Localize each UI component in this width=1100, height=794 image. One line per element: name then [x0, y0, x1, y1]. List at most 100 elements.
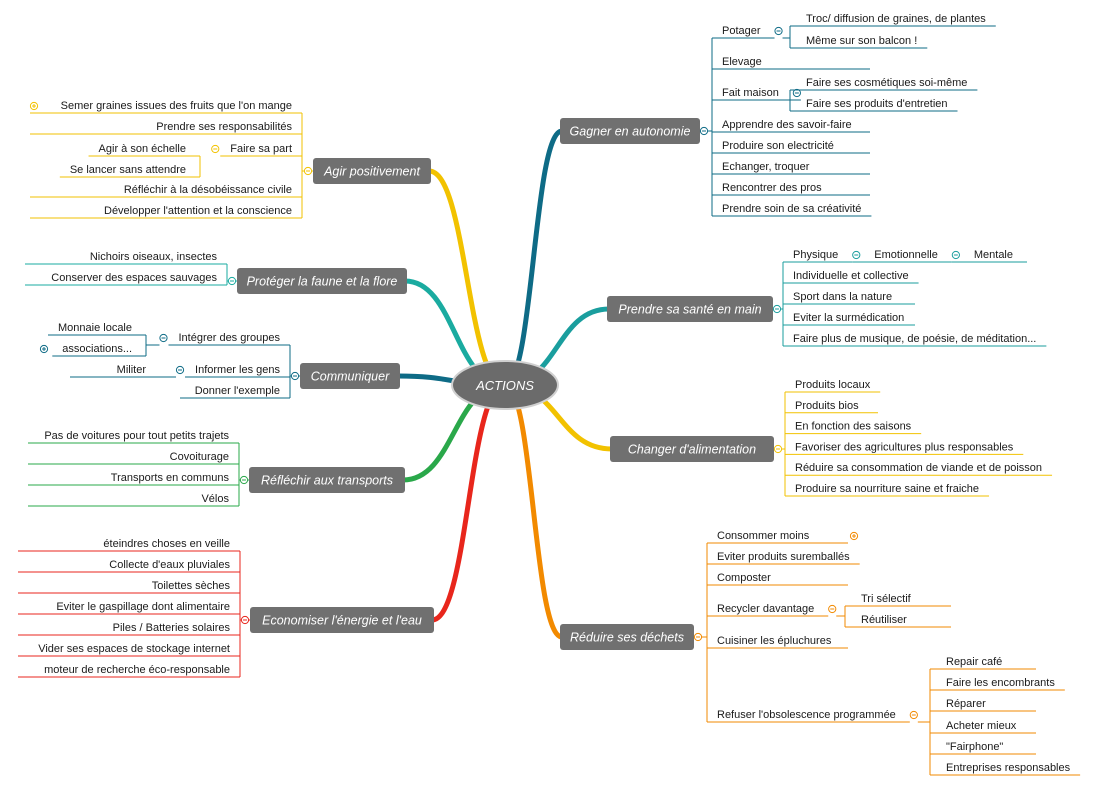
topic-proteger-la-faune-et-la-flore[interactable]: Protéger la faune et la flore [247, 275, 398, 289]
collapse-toggle-icon[interactable] [240, 615, 250, 625]
leaf-agir-a-son-echelle[interactable]: Agir à son échelle [99, 143, 186, 155]
leaf-recycler-davantage[interactable]: Recycler davantage [717, 603, 814, 615]
leaf-eviter-la-surmedication[interactable]: Eviter la surmédication [793, 312, 904, 324]
collapse-toggle-icon[interactable] [159, 333, 168, 343]
leaf-meme-sur-son-balcon[interactable]: Même sur son balcon ! [806, 35, 917, 47]
expand-toggle-icon[interactable] [29, 101, 39, 111]
leaf-nichoirs-oiseaux-insectes[interactable]: Nichoirs oiseaux, insectes [90, 251, 218, 263]
leaf-sport-dans-la-nature[interactable]: Sport dans la nature [793, 291, 892, 303]
collapse-toggle-icon[interactable] [239, 475, 249, 485]
leaf-integrer-des-groupes[interactable]: Intégrer des groupes [178, 332, 280, 344]
expand-toggle-icon[interactable] [39, 344, 49, 354]
topic-reduire-ses-dechets-box[interactable] [560, 624, 694, 650]
leaf-reduire-sa-consommation-de-viande-et-de-[interactable]: Réduire sa consommation de viande et de … [795, 462, 1042, 474]
leaf-tri-selectif[interactable]: Tri sélectif [861, 593, 912, 605]
leaf-refuser-l-obsolescence-programmee[interactable]: Refuser l'obsolescence programmée [717, 709, 896, 721]
topic-prendre-sa-sante-en-main[interactable]: Prendre sa santé en main [618, 303, 761, 317]
leaf-semer-graines-issues-des-fruits-que-l-on[interactable]: Semer graines issues des fruits que l'on… [61, 100, 292, 112]
topic-proteger-la-faune-et-la-flore-box[interactable] [237, 268, 407, 294]
collapse-toggle-icon[interactable] [852, 250, 861, 260]
leaf-piles-batteries-solaires[interactable]: Piles / Batteries solaires [113, 622, 231, 634]
collapse-toggle-icon[interactable] [227, 276, 237, 286]
leaf-favoriser-des-agricultures-plus-responsa[interactable]: Favoriser des agricultures plus responsa… [795, 441, 1014, 453]
leaf-fait-maison[interactable]: Fait maison [722, 87, 779, 99]
leaf-produire-son-electricite[interactable]: Produire son electricité [722, 140, 834, 152]
leaf-conserver-des-espaces-sauvages[interactable]: Conserver des espaces sauvages [51, 272, 217, 284]
topic-gagner-en-autonomie[interactable]: Gagner en autonomie [570, 125, 691, 139]
topic-reflechir-aux-transports-box[interactable] [249, 467, 405, 493]
leaf-reutiliser[interactable]: Réutiliser [861, 614, 907, 626]
leaf-prendre-soin-de-sa-creativite[interactable]: Prendre soin de sa créativité [722, 203, 861, 215]
collapse-toggle-icon[interactable] [211, 144, 220, 154]
leaf-velos[interactable]: Vélos [201, 493, 229, 505]
topic-communiquer-box[interactable] [300, 363, 400, 389]
leaf-individuelle-et-collective[interactable]: Individuelle et collective [793, 270, 909, 282]
leaf-faire-plus-de-musique-de-poesie-de-medit[interactable]: Faire plus de musique, de poésie, de méd… [793, 333, 1036, 345]
topic-reflechir-aux-transports[interactable]: Réfléchir aux transports [261, 474, 393, 488]
leaf-acheter-mieux[interactable]: Acheter mieux [946, 720, 1017, 732]
leaf-cuisiner-les-epluchures[interactable]: Cuisiner les épluchures [717, 635, 832, 647]
leaf-reparer[interactable]: Réparer [946, 698, 986, 710]
topic-economiser-l-energie-et-l-eau[interactable]: Economiser l'énergie et l'eau [262, 614, 422, 628]
leaf-entreprises-responsables[interactable]: Entreprises responsables [946, 762, 1071, 774]
leaf-echanger-troquer[interactable]: Echanger, troquer [722, 161, 810, 173]
collapse-toggle-icon[interactable] [772, 304, 782, 314]
leaf-consommer-moins[interactable]: Consommer moins [717, 530, 810, 542]
topic-economiser-l-energie-et-l-eau-box[interactable] [250, 607, 434, 633]
leaf-produire-sa-nourriture-saine-et-fraiche[interactable]: Produire sa nourriture saine et fraiche [795, 483, 979, 495]
leaf-faire-les-encombrants[interactable]: Faire les encombrants [946, 677, 1055, 689]
leaf-repair-cafe[interactable]: Repair café [946, 656, 1002, 668]
collapse-toggle-icon[interactable] [290, 371, 300, 381]
leaf-informer-les-gens[interactable]: Informer les gens [195, 364, 280, 376]
leaf-associations[interactable]: associations... [62, 343, 132, 355]
leaf-mentale[interactable]: Mentale [974, 249, 1013, 261]
topic-changer-d-alimentation[interactable]: Changer d'alimentation [628, 443, 756, 457]
topic-changer-d-alimentation-box[interactable] [610, 436, 774, 462]
leaf-transports-en-communs[interactable]: Transports en communs [111, 472, 230, 484]
leaf-troc-diffusion-de-graines-de-plantes[interactable]: Troc/ diffusion de graines, de plantes [806, 13, 986, 25]
leaf-apprendre-des-savoir-faire[interactable]: Apprendre des savoir-faire [722, 119, 852, 131]
leaf-se-lancer-sans-attendre[interactable]: Se lancer sans attendre [70, 164, 186, 176]
leaf-fairphone[interactable]: "Fairphone" [946, 741, 1003, 753]
leaf-emotionnelle[interactable]: Emotionnelle [874, 249, 938, 261]
leaf-composter[interactable]: Composter [717, 572, 771, 584]
leaf-moteur-de-recherche-eco-responsable[interactable]: moteur de recherche éco-responsable [44, 664, 230, 676]
topic-agir-positivement-box[interactable] [313, 158, 431, 184]
collapse-toggle-icon[interactable] [828, 604, 837, 614]
leaf-vider-ses-espaces-de-stockage-internet[interactable]: Vider ses espaces de stockage internet [38, 643, 230, 655]
topic-communiquer[interactable]: Communiquer [311, 370, 390, 384]
leaf-elevage[interactable]: Elevage [722, 56, 762, 68]
leaf-monnaie-locale[interactable]: Monnaie locale [58, 322, 132, 334]
leaf-toilettes-seches[interactable]: Toilettes sèches [152, 580, 231, 592]
leaf-eviter-produits-suremballes[interactable]: Eviter produits suremballés [717, 551, 850, 563]
leaf-potager[interactable]: Potager [722, 25, 761, 37]
leaf-eviter-le-gaspillage-dont-alimentaire[interactable]: Eviter le gaspillage dont alimentaire [56, 601, 230, 613]
central-topic-bubble[interactable] [451, 360, 559, 410]
collapse-toggle-icon[interactable] [699, 126, 709, 136]
leaf-rencontrer-des-pros[interactable]: Rencontrer des pros [722, 182, 822, 194]
leaf-faire-sa-part[interactable]: Faire sa part [230, 143, 292, 155]
leaf-developper-l-attention-et-la-conscience[interactable]: Développer l'attention et la conscience [104, 205, 292, 217]
collapse-toggle-icon[interactable] [693, 632, 703, 642]
leaf-prendre-ses-responsabilites[interactable]: Prendre ses responsabilités [156, 121, 292, 133]
leaf-produits-locaux[interactable]: Produits locaux [795, 379, 871, 391]
collapse-toggle-icon[interactable] [792, 88, 801, 98]
collapse-toggle-icon[interactable] [951, 250, 960, 260]
topic-prendre-sa-sante-en-main-box[interactable] [607, 296, 773, 322]
leaf-produits-bios[interactable]: Produits bios [795, 400, 859, 412]
leaf-en-fonction-des-saisons[interactable]: En fonction des saisons [795, 421, 912, 433]
leaf-faire-ses-cosmetiques-soi-meme[interactable]: Faire ses cosmétiques soi-même [806, 77, 967, 89]
collapse-toggle-icon[interactable] [909, 710, 918, 720]
leaf-donner-l-exemple[interactable]: Donner l'exemple [195, 385, 280, 397]
leaf-reflechir-a-la-desobeissance-civile[interactable]: Réfléchir à la désobéissance civile [124, 184, 292, 196]
topic-agir-positivement[interactable]: Agir positivement [323, 165, 420, 179]
leaf-pas-de-voitures-pour-tout-petits-trajets[interactable]: Pas de voitures pour tout petits trajets [44, 430, 229, 442]
collapse-toggle-icon[interactable] [774, 26, 783, 36]
leaf-covoiturage[interactable]: Covoiturage [170, 451, 229, 463]
expand-toggle-icon[interactable] [849, 531, 859, 541]
topic-gagner-en-autonomie-box[interactable] [560, 118, 700, 144]
leaf-faire-ses-produits-d-entretien[interactable]: Faire ses produits d'entretien [806, 98, 948, 110]
leaf-collecte-d-eaux-pluviales[interactable]: Collecte d'eaux pluviales [109, 559, 230, 571]
leaf-physique[interactable]: Physique [793, 249, 838, 261]
topic-reduire-ses-dechets[interactable]: Réduire ses déchets [570, 631, 684, 645]
